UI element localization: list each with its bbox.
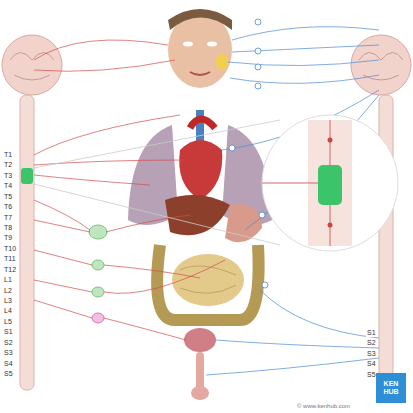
logo-box: KEN HUB <box>376 373 406 403</box>
segment-label: S5 <box>3 370 14 378</box>
segment-label: L3 <box>3 297 13 305</box>
segment-label: T3 <box>3 172 13 180</box>
segment-label: S4 <box>3 360 14 368</box>
segment-label: T4 <box>3 182 13 190</box>
segment-label: T5 <box>3 193 13 201</box>
segment-label: L2 <box>3 287 13 295</box>
segment-label: T1 <box>3 151 13 159</box>
segment-label: L1 <box>3 276 13 284</box>
segment-label: T11 <box>3 255 17 263</box>
segment-label: T6 <box>3 203 13 211</box>
segment-label: S1 <box>366 329 377 337</box>
segment-label: S4 <box>366 360 377 368</box>
segment-label: T2 <box>3 161 13 169</box>
segment-label: L4 <box>3 307 13 315</box>
copyright-note: © www.kenhub.com <box>296 402 351 410</box>
segment-label: T8 <box>3 224 13 232</box>
segment-label: S2 <box>366 339 377 347</box>
segment-label: S3 <box>3 349 14 357</box>
segment-label: S1 <box>3 328 14 336</box>
segment-label: T7 <box>3 214 13 222</box>
segment-label: S5 <box>366 371 377 379</box>
segment-label: S3 <box>366 350 377 358</box>
logo-text: KEN HUB <box>382 380 400 396</box>
segment-label: T9 <box>3 234 13 242</box>
segment-label: S2 <box>3 339 14 347</box>
segment-label: T12 <box>3 266 17 274</box>
segment-label: L5 <box>3 318 13 326</box>
segment-label: T10 <box>3 245 17 253</box>
